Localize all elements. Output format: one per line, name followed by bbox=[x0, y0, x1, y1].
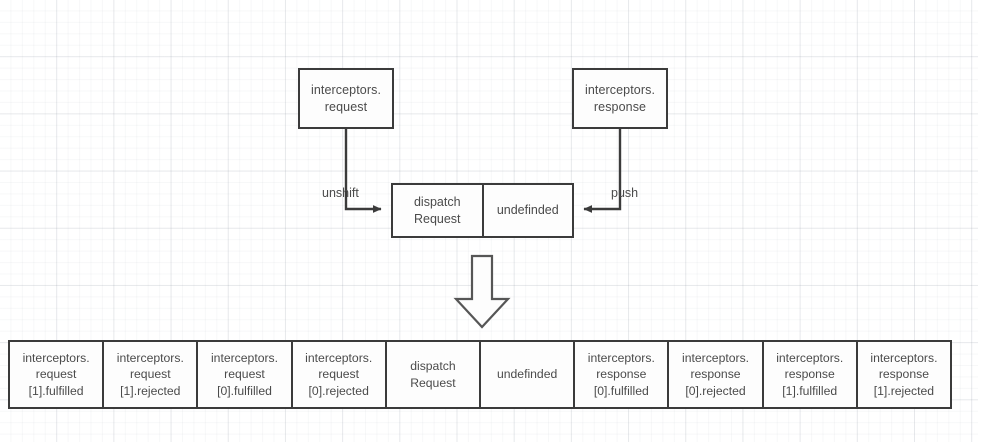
result-cell-request-1-fulfilled[interactable]: interceptors. request [1].fulfilled bbox=[22, 351, 90, 398]
result-cell-undefinded[interactable]: undefinded bbox=[479, 342, 573, 407]
chain-cell-dispatch-request[interactable]: dispatch Request bbox=[413, 195, 461, 226]
result-cell-request-0-rejected[interactable]: interceptors. request [0].rejected bbox=[290, 342, 385, 407]
result-cell-response-1-rejected[interactable]: interceptors. response [1].rejected bbox=[855, 342, 950, 407]
node-interceptors-request[interactable]: interceptors. request bbox=[298, 68, 394, 129]
result-cell-request-1-rejected[interactable]: interceptors. request [1].rejected bbox=[102, 342, 196, 407]
node-interceptors-response[interactable]: interceptors. response bbox=[572, 68, 668, 129]
chain-cell-undefinded[interactable]: undefinded bbox=[481, 185, 573, 236]
result-cell-dispatch-request[interactable]: dispatch Request bbox=[384, 342, 479, 407]
result-cell-response-0-rejected[interactable]: interceptors. response [0].rejected bbox=[667, 342, 761, 407]
chain-result-table: interceptors. request [1].fulfilled inte… bbox=[8, 340, 952, 409]
chain-initial: dispatch Request undefinded bbox=[391, 183, 574, 238]
edge-label-push: push bbox=[611, 186, 639, 200]
result-cell-response-1-fulfilled[interactable]: interceptors. response [1].fulfilled bbox=[761, 342, 856, 407]
result-cell-response-0-fulfilled[interactable]: interceptors. response [0].fulfilled bbox=[573, 342, 667, 407]
result-cell-request-0-fulfilled[interactable]: interceptors. request [0].fulfilled bbox=[196, 342, 290, 407]
edge-label-unshift: unshift bbox=[322, 186, 359, 200]
